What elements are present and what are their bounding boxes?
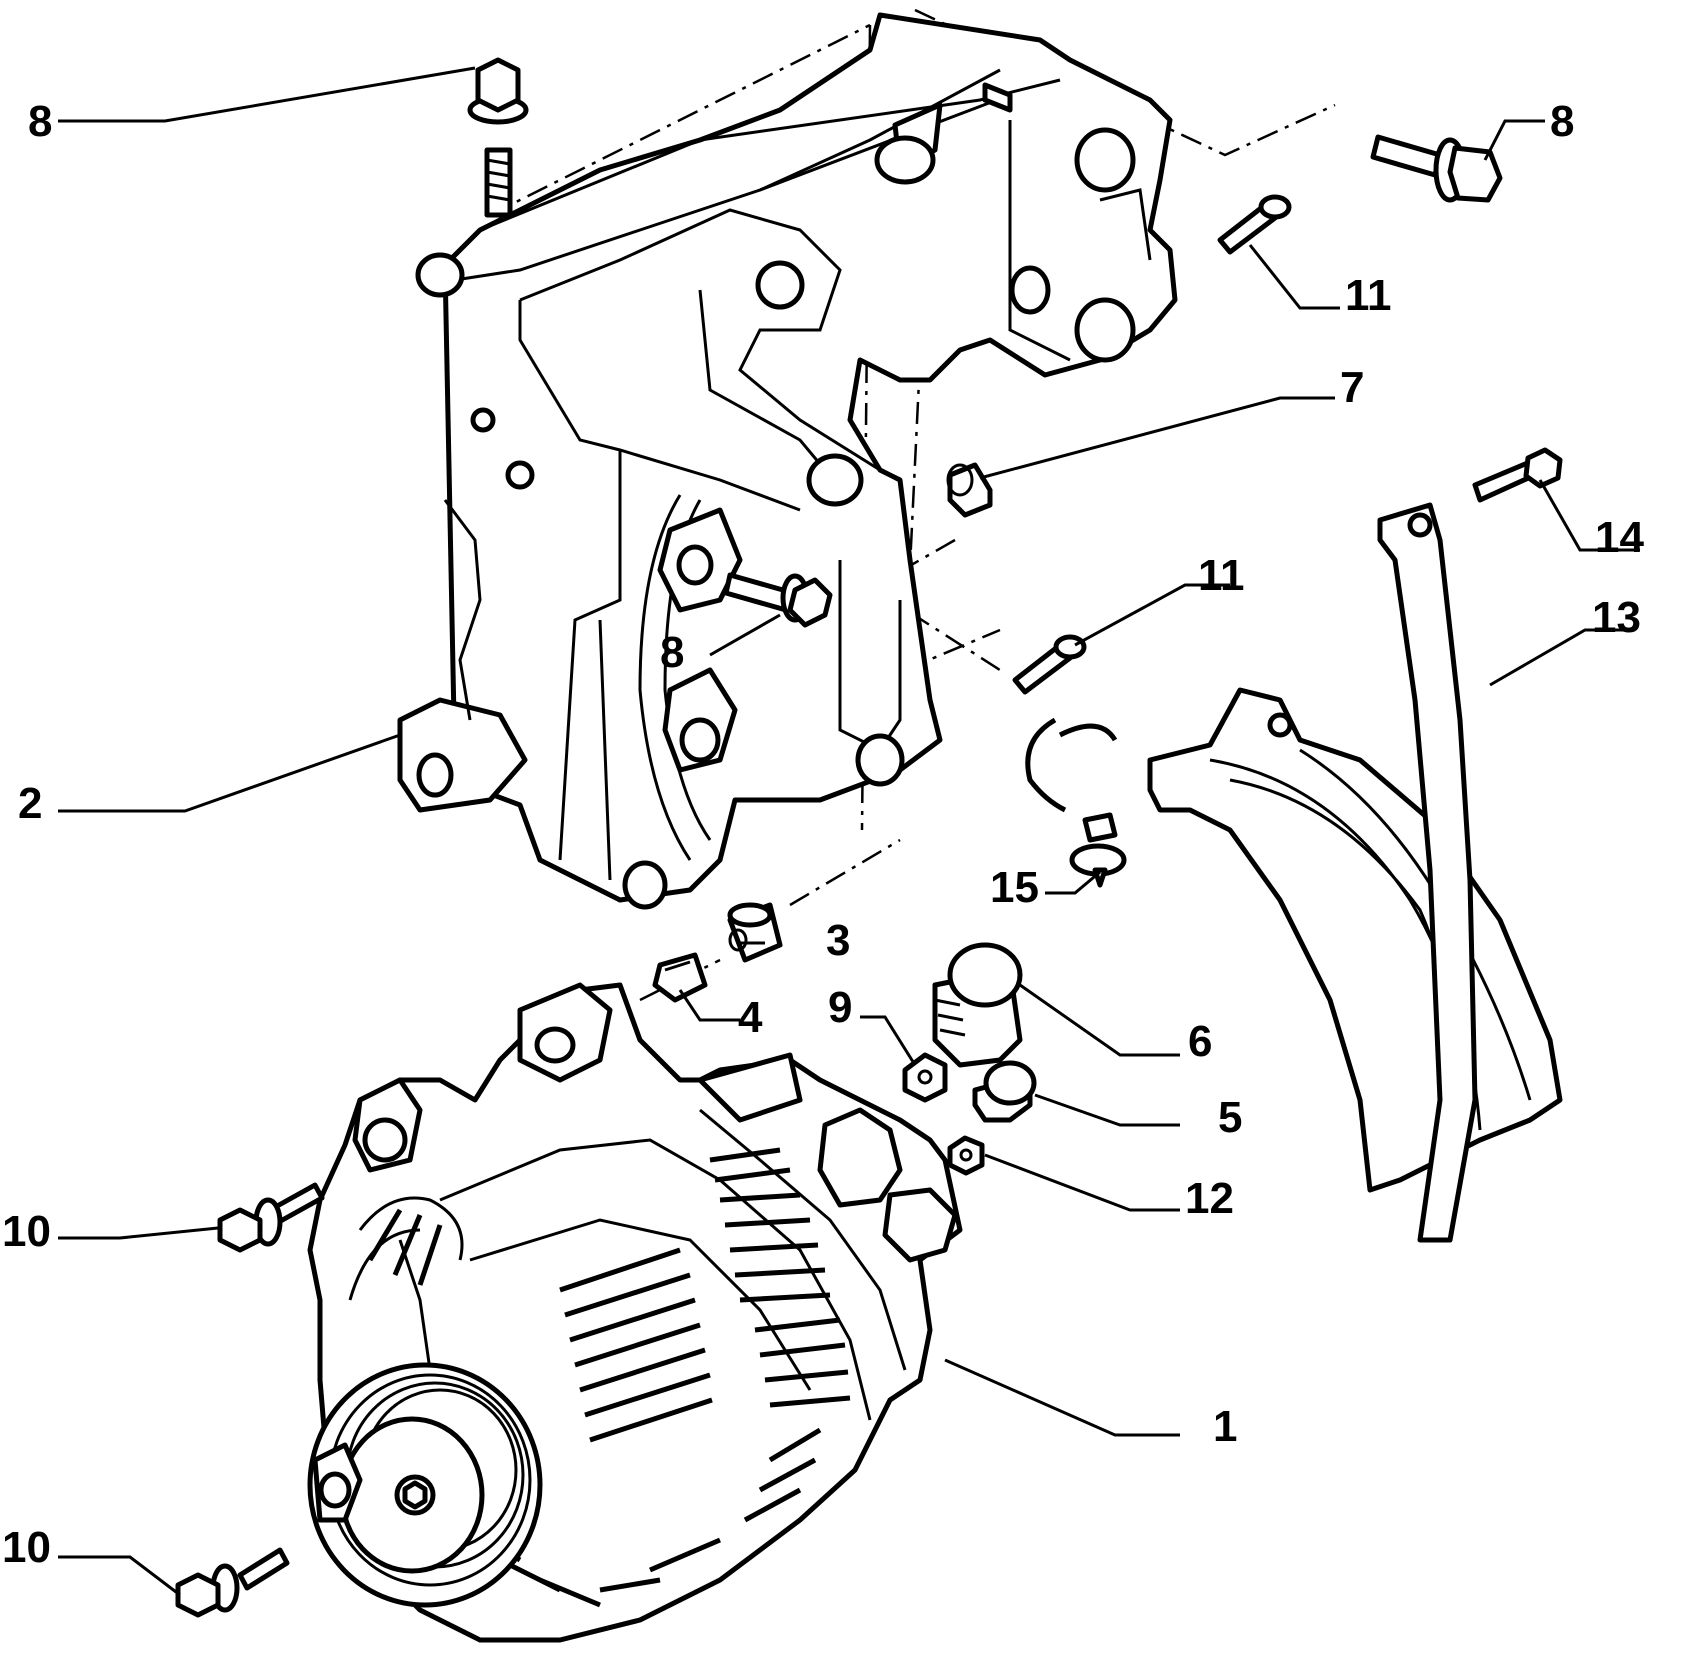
bolt-11-middle — [1012, 634, 1087, 695]
bolt-11-top — [1217, 194, 1292, 255]
mounting-bracket — [397, 12, 1178, 910]
bushing-7 — [946, 462, 993, 518]
bolt-8-top — [467, 57, 529, 218]
callout-1: 1 — [1213, 1402, 1237, 1451]
callout-11-upper: 11 — [1345, 271, 1392, 320]
callout-14: 14 — [1595, 513, 1644, 562]
callout-15: 15 — [990, 863, 1039, 912]
callout-13: 13 — [1592, 593, 1641, 642]
callout-10-lower: 10 — [2, 1523, 51, 1572]
callout-2: 2 — [18, 779, 42, 828]
callout-labels: 8 8 11 7 14 11 13 8 2 15 3 4 9 6 5 12 10… — [2, 97, 1644, 1572]
cap-5 — [972, 1060, 1037, 1123]
bolt-14 — [1472, 447, 1563, 503]
callout-8-right: 8 — [1550, 97, 1574, 146]
callout-11-middle: 11 — [1198, 551, 1245, 600]
leader-lines — [58, 66, 1640, 1597]
cable-clip-15 — [1025, 717, 1127, 888]
callout-12: 12 — [1185, 1174, 1234, 1223]
sleeve-3 — [727, 902, 783, 963]
callout-5: 5 — [1218, 1093, 1242, 1142]
sleeve-4 — [652, 952, 708, 1003]
callout-8-middle: 8 — [660, 628, 684, 677]
nut-9 — [902, 1052, 948, 1103]
callout-3: 3 — [826, 916, 850, 965]
alternator — [307, 982, 963, 1643]
callout-6: 6 — [1188, 1017, 1212, 1066]
support-strap — [1377, 502, 1478, 1243]
callout-10-upper: 10 — [2, 1207, 51, 1256]
bolt-10-lower — [175, 1547, 290, 1618]
bolt-8-right — [1370, 134, 1503, 203]
callout-4: 4 — [738, 993, 763, 1042]
callout-8-top: 8 — [28, 97, 52, 146]
bolt-10-upper — [217, 1182, 325, 1253]
callout-9: 9 — [828, 983, 852, 1032]
callout-7: 7 — [1340, 363, 1364, 412]
belt-guard — [1147, 687, 1563, 1193]
nut-12 — [947, 1135, 985, 1176]
cap-6 — [932, 942, 1023, 1068]
bolt-8-middle — [723, 572, 833, 628]
